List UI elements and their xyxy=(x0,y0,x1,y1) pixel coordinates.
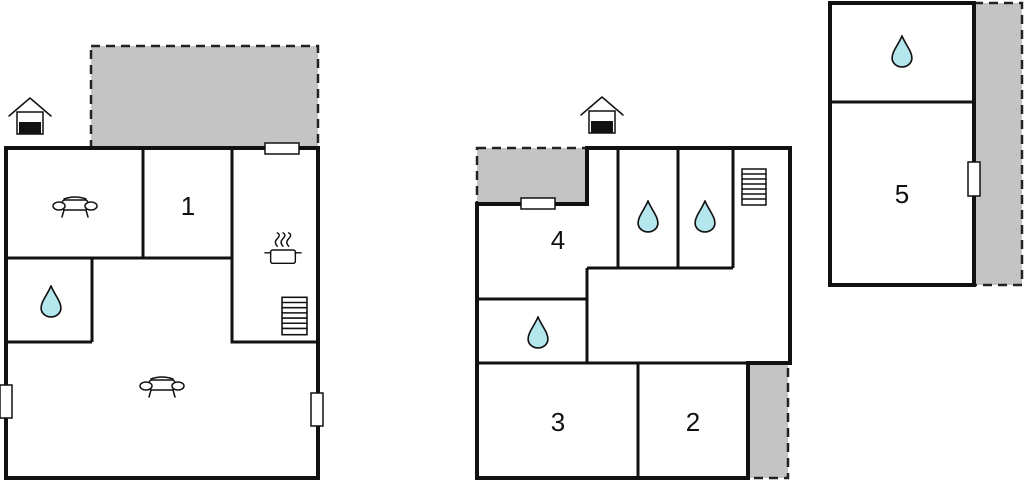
building-middle: 4 3 2 xyxy=(475,146,792,480)
stairs-icon xyxy=(741,168,767,206)
room-number: 2 xyxy=(686,407,700,437)
window xyxy=(967,161,981,197)
window xyxy=(264,142,300,155)
window xyxy=(0,384,13,419)
room-number: 3 xyxy=(551,407,565,437)
sofa-icon xyxy=(139,376,185,398)
building-left: 1 xyxy=(0,142,324,480)
window xyxy=(520,197,556,210)
terrace-middle-bottom xyxy=(746,361,790,480)
house-entrance-icon xyxy=(8,97,52,135)
water-drop-icon xyxy=(527,316,549,349)
water-drop-icon xyxy=(694,200,716,233)
room-number: 5 xyxy=(895,179,909,209)
water-drop-icon xyxy=(637,200,659,233)
sofa-icon xyxy=(52,196,98,218)
room-number: 4 xyxy=(551,225,565,255)
room-number: 1 xyxy=(181,191,195,221)
stairs-icon xyxy=(281,296,308,336)
terrace-middle xyxy=(475,146,589,206)
terrace-right xyxy=(972,1,1024,287)
water-drop-icon xyxy=(40,285,62,318)
window xyxy=(310,392,324,427)
building-right: 5 xyxy=(828,1,981,287)
house-entrance-icon xyxy=(580,96,624,134)
cooking-pot-icon xyxy=(264,232,302,265)
terrace-left xyxy=(89,44,320,150)
water-drop-icon xyxy=(891,35,913,68)
